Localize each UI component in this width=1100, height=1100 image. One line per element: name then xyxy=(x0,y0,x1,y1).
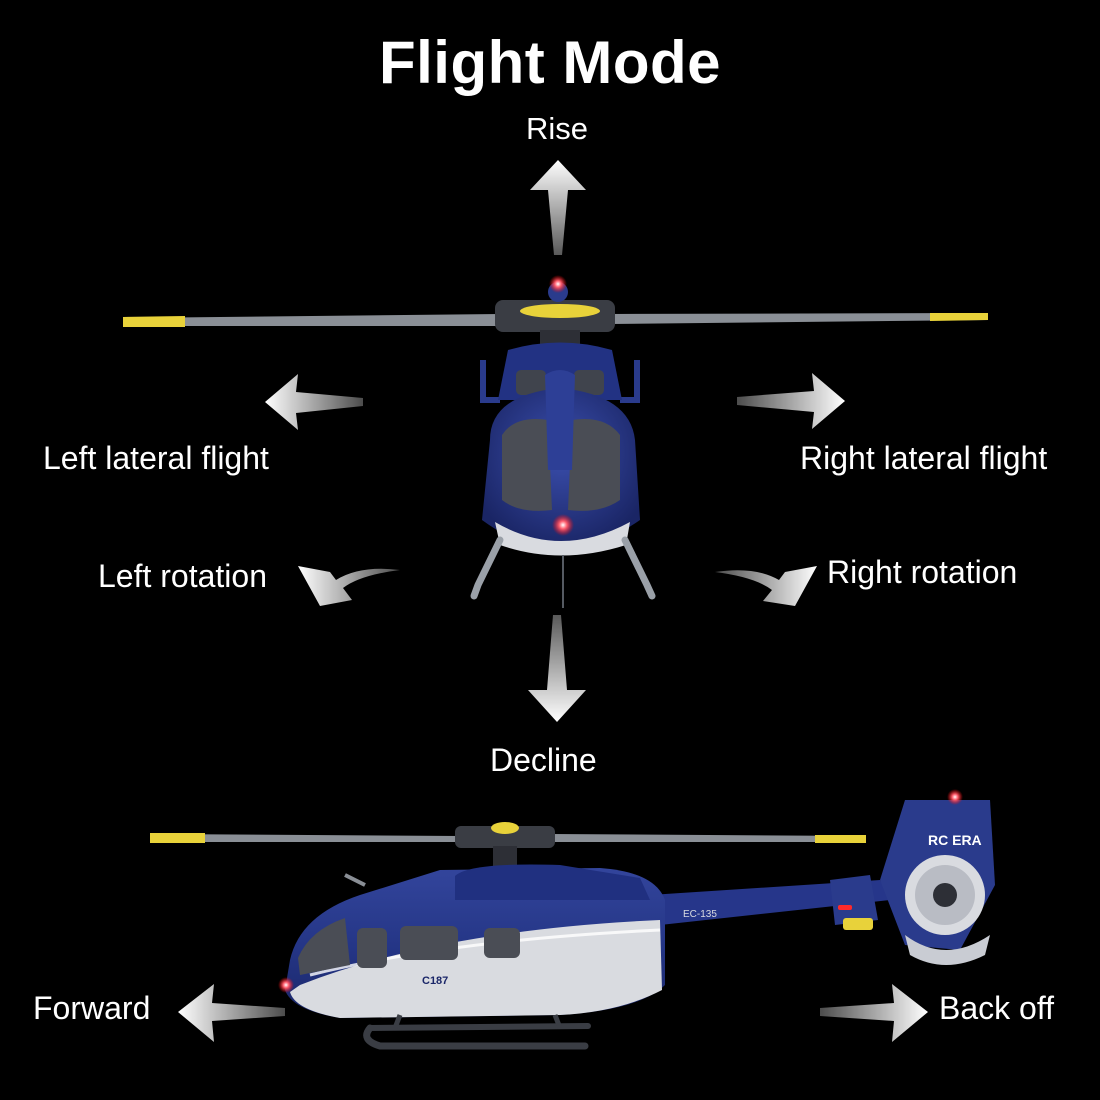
back-off-label: Back off xyxy=(939,990,1055,1026)
helicopter-front-view xyxy=(123,275,988,608)
rise-arrow-icon xyxy=(530,160,586,255)
left-lateral-label: Left lateral flight xyxy=(43,440,269,476)
helicopter-side-view xyxy=(150,789,995,1050)
right-rotation-arrow-icon xyxy=(715,566,817,606)
left-lateral-arrow-icon xyxy=(265,374,363,430)
tail-decal-text: RC ERA xyxy=(928,832,982,848)
forward-arrow-icon xyxy=(178,984,285,1042)
right-rotation-label: Right rotation xyxy=(827,554,1018,590)
rise-label: Rise xyxy=(526,111,589,146)
back-off-arrow-icon xyxy=(820,984,928,1042)
left-rotation-arrow-icon xyxy=(298,566,400,606)
decline-label: Decline xyxy=(490,742,597,778)
page-title: Flight Mode xyxy=(378,29,722,96)
right-lateral-arrow-icon xyxy=(737,373,845,429)
left-rotation-label: Left rotation xyxy=(98,558,267,594)
boom-decal-text: EC-135 xyxy=(683,909,717,920)
forward-label: Forward xyxy=(33,990,151,1026)
right-lateral-label: Right lateral flight xyxy=(800,440,1048,476)
decline-arrow-icon xyxy=(528,615,586,722)
model-decal-text: C187 xyxy=(422,975,448,987)
